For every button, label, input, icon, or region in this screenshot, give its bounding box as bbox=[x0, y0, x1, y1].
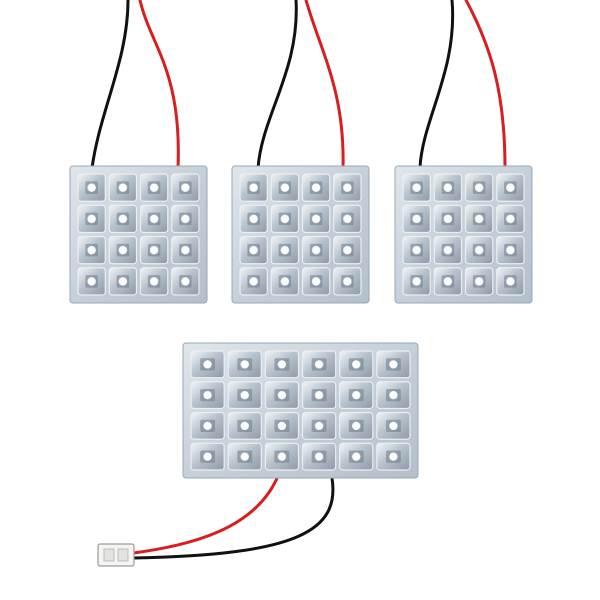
plug-pin bbox=[117, 548, 129, 562]
led-dot bbox=[118, 277, 128, 286]
negative-wire bbox=[90, 0, 130, 170]
led-dot bbox=[314, 360, 324, 369]
plug-body bbox=[97, 543, 135, 567]
led-dot bbox=[506, 183, 515, 192]
led-dot bbox=[149, 214, 159, 224]
led-dot bbox=[351, 390, 361, 400]
led-dot bbox=[506, 277, 515, 286]
wires bbox=[90, 0, 507, 560]
led-panel-square bbox=[69, 165, 208, 304]
led-dot bbox=[314, 421, 324, 431]
led-dot bbox=[474, 277, 484, 286]
led-dot bbox=[203, 452, 212, 461]
positive-wire bbox=[304, 0, 345, 170]
led-dot bbox=[149, 183, 159, 192]
led-dot bbox=[443, 183, 453, 192]
led-dot bbox=[412, 277, 421, 286]
led-dot bbox=[249, 277, 258, 286]
led-dot bbox=[443, 245, 453, 255]
led-dot bbox=[240, 360, 250, 369]
led-dot bbox=[118, 245, 128, 255]
led-dot bbox=[343, 245, 352, 255]
led-dot bbox=[351, 421, 361, 431]
led-dot bbox=[343, 277, 352, 286]
negative-wire bbox=[132, 476, 335, 560]
led-dot bbox=[412, 245, 421, 255]
led-dot bbox=[87, 214, 96, 224]
led-dot bbox=[118, 183, 128, 192]
led-dot bbox=[314, 390, 324, 400]
led-dot bbox=[181, 183, 190, 192]
led-dot bbox=[351, 452, 361, 461]
led-dot bbox=[443, 214, 453, 224]
led-dot bbox=[506, 245, 515, 255]
negative-wire bbox=[256, 0, 298, 170]
led-dot bbox=[474, 183, 484, 192]
led-dot bbox=[181, 245, 190, 255]
led-dot bbox=[280, 277, 290, 286]
led-dot bbox=[277, 452, 287, 461]
led-dot bbox=[249, 183, 258, 192]
led-dot bbox=[389, 390, 398, 400]
led-dot bbox=[389, 360, 398, 369]
led-dot bbox=[280, 245, 290, 255]
led-dot bbox=[240, 390, 250, 400]
positive-wire bbox=[132, 474, 280, 555]
led-dot bbox=[203, 360, 212, 369]
led-panels bbox=[69, 165, 533, 479]
led-dot bbox=[343, 183, 352, 192]
led-dot bbox=[351, 360, 361, 369]
led-dot bbox=[203, 390, 212, 400]
led-dot bbox=[412, 214, 421, 224]
led-dot bbox=[412, 183, 421, 192]
led-dot bbox=[343, 214, 352, 224]
led-dot bbox=[389, 452, 398, 461]
led-panel-rect bbox=[182, 342, 419, 479]
led-dot bbox=[87, 183, 96, 192]
led-dot bbox=[277, 390, 287, 400]
led-dot bbox=[311, 277, 321, 286]
led-dot bbox=[314, 452, 324, 461]
led-dot bbox=[181, 214, 190, 224]
led-dot bbox=[474, 245, 484, 255]
led-dot bbox=[443, 277, 453, 286]
led-dot bbox=[118, 214, 128, 224]
led-dot bbox=[506, 214, 515, 224]
led-dot bbox=[277, 421, 287, 431]
led-panel-square bbox=[394, 165, 533, 304]
led-dot bbox=[249, 245, 258, 255]
led-dot bbox=[280, 214, 290, 224]
positive-wire bbox=[464, 0, 507, 170]
led-panel-square bbox=[231, 165, 370, 304]
negative-wire bbox=[418, 0, 455, 170]
led-dot bbox=[280, 183, 290, 192]
led-dot bbox=[277, 360, 287, 369]
led-dot bbox=[311, 183, 321, 192]
led-dot bbox=[87, 277, 96, 286]
led-dot bbox=[203, 421, 212, 431]
led-dot bbox=[389, 421, 398, 431]
led-dot bbox=[149, 277, 159, 286]
led-dot bbox=[181, 277, 190, 286]
positive-wire bbox=[138, 0, 180, 170]
led-dot bbox=[474, 214, 484, 224]
led-dot bbox=[311, 214, 321, 224]
plug-pin bbox=[103, 548, 115, 562]
led-dot bbox=[149, 245, 159, 255]
connector-plug bbox=[97, 543, 135, 567]
led-dot bbox=[311, 245, 321, 255]
led-dot bbox=[240, 452, 250, 461]
led-dot bbox=[249, 214, 258, 224]
led-dot bbox=[87, 245, 96, 255]
led-dot bbox=[240, 421, 250, 431]
